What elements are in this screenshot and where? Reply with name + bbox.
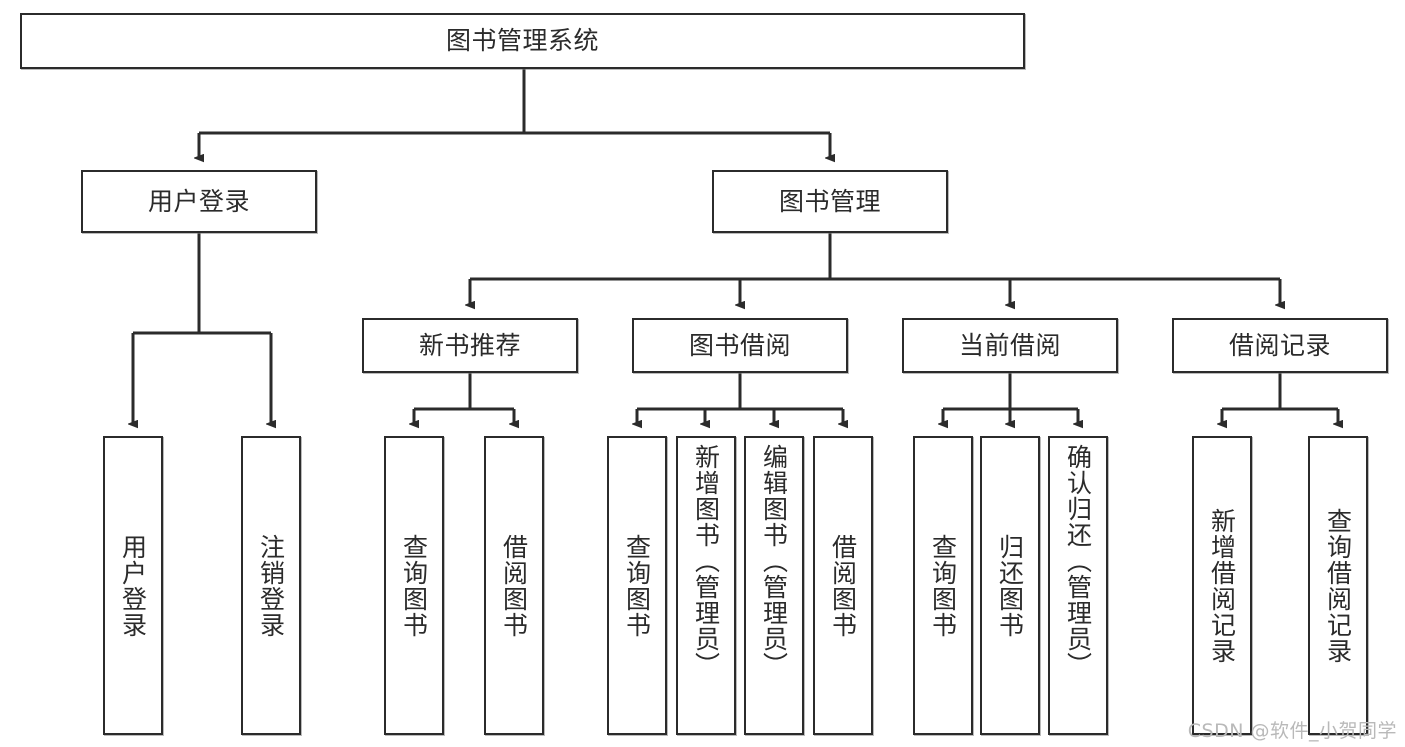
node-label: 借阅记录 <box>1228 330 1331 360</box>
leaf-current-borrow-query-book[interactable]: 查询图书 <box>913 436 973 735</box>
node-current-borrow[interactable]: 当前借阅 <box>902 318 1118 373</box>
leaf-user-login-logout[interactable]: 注销登录 <box>241 436 301 735</box>
node-label: 用户登录 <box>147 186 250 216</box>
leaf-book-borrow-query-book[interactable]: 查询图书 <box>607 436 667 735</box>
leaf-new-book-borrow-book[interactable]: 借阅图书 <box>484 436 544 735</box>
leaf-borrow-record-query-record[interactable]: 查询借阅记录 <box>1308 436 1368 735</box>
node-label: 借阅图书 <box>499 533 529 638</box>
node-label: 查询图书 <box>399 533 429 638</box>
leaf-new-book-query-book[interactable]: 查询图书 <box>384 436 444 735</box>
leaf-book-borrow-edit-book-admin[interactable]: 编辑图书（管理员） <box>744 436 804 735</box>
node-label: 用户登录 <box>118 533 148 638</box>
node-borrow-record[interactable]: 借阅记录 <box>1172 318 1388 373</box>
node-label: 新增图书（管理员） <box>691 444 721 678</box>
node-book-borrow[interactable]: 图书借阅 <box>632 318 848 373</box>
leaf-user-login-login[interactable]: 用户登录 <box>103 436 163 735</box>
node-label: 新书推荐 <box>418 330 521 360</box>
leaf-current-borrow-return-book[interactable]: 归还图书 <box>980 436 1040 735</box>
leaf-book-borrow-add-book-admin[interactable]: 新增图书（管理员） <box>676 436 736 735</box>
node-label: 归还图书 <box>995 533 1025 638</box>
node-label: 编辑图书（管理员） <box>759 444 789 678</box>
node-label: 查询图书 <box>928 533 958 638</box>
node-label: 确认归还（管理员） <box>1063 444 1093 678</box>
leaf-borrow-record-add-record[interactable]: 新增借阅记录 <box>1192 436 1252 735</box>
node-label: 新增借阅记录 <box>1207 507 1237 664</box>
watermark-text: CSDN @软件_小贺同学 <box>1187 720 1397 742</box>
node-root-book-management-system[interactable]: 图书管理系统 <box>20 13 1025 69</box>
node-label: 图书管理系统 <box>445 26 599 56</box>
node-book-management[interactable]: 图书管理 <box>712 170 948 233</box>
node-label: 当前借阅 <box>958 330 1061 360</box>
node-label: 借阅图书 <box>828 533 858 638</box>
node-label: 图书借阅 <box>688 330 791 360</box>
node-label: 查询图书 <box>622 533 652 638</box>
node-new-book-recommend[interactable]: 新书推荐 <box>362 318 578 373</box>
node-label: 图书管理 <box>778 186 881 216</box>
node-user-login[interactable]: 用户登录 <box>81 170 317 233</box>
leaf-book-borrow-borrow-book[interactable]: 借阅图书 <box>813 436 873 735</box>
node-label: 查询借阅记录 <box>1323 507 1353 664</box>
leaf-current-borrow-confirm-return-admin[interactable]: 确认归还（管理员） <box>1048 436 1108 735</box>
node-label: 注销登录 <box>256 533 286 638</box>
